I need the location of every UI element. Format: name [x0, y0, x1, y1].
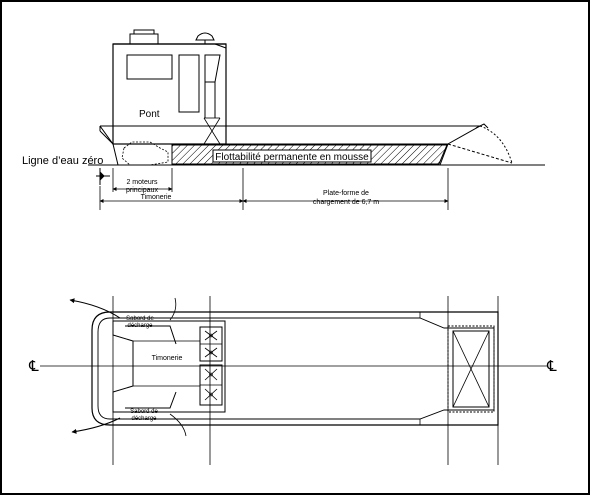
- platform-label-line2: chargement de 6,7 m: [313, 199, 379, 206]
- plan-view: [40, 296, 548, 465]
- plan-hull-outer: [91, 311, 499, 426]
- centerline-symbol-left: ℄: [28, 358, 39, 375]
- bow-ramp: [447, 123, 513, 164]
- flotation-label: Flottabilité permanente en mousse: [215, 152, 369, 163]
- plan-wheelhouse: [112, 320, 226, 413]
- waterline-label: Ligne d’eau zéro: [22, 155, 103, 167]
- mushroom-vent: [195, 32, 215, 44]
- wheelhouse: [112, 43, 227, 145]
- roof-box: [129, 29, 159, 45]
- scupper-top-line1: Sabord de: [126, 316, 154, 322]
- flotation-label-box: [212, 149, 372, 163]
- engines: [121, 141, 169, 166]
- scupper-top-line2: décharge: [127, 323, 153, 329]
- pont-label: Pont: [139, 109, 160, 120]
- elevation-view: [88, 29, 545, 210]
- plan-bow-ramp: [447, 325, 495, 413]
- scupper-bottom-line2: décharge: [131, 416, 157, 422]
- plan-wheelhouse-label: Timonerie: [152, 355, 183, 362]
- propeller: [96, 168, 110, 185]
- wheelhouse-dimension-label: Timonerie: [141, 194, 172, 201]
- centerline-symbol-right: ℄: [546, 358, 557, 375]
- engines-label-line2: principaux: [126, 187, 158, 194]
- engines-label-line1: 2 moteurs: [126, 179, 158, 186]
- platform-label-line1: Plate-forme de: [323, 190, 369, 197]
- scupper-bottom-line1: Sabord de: [130, 409, 158, 415]
